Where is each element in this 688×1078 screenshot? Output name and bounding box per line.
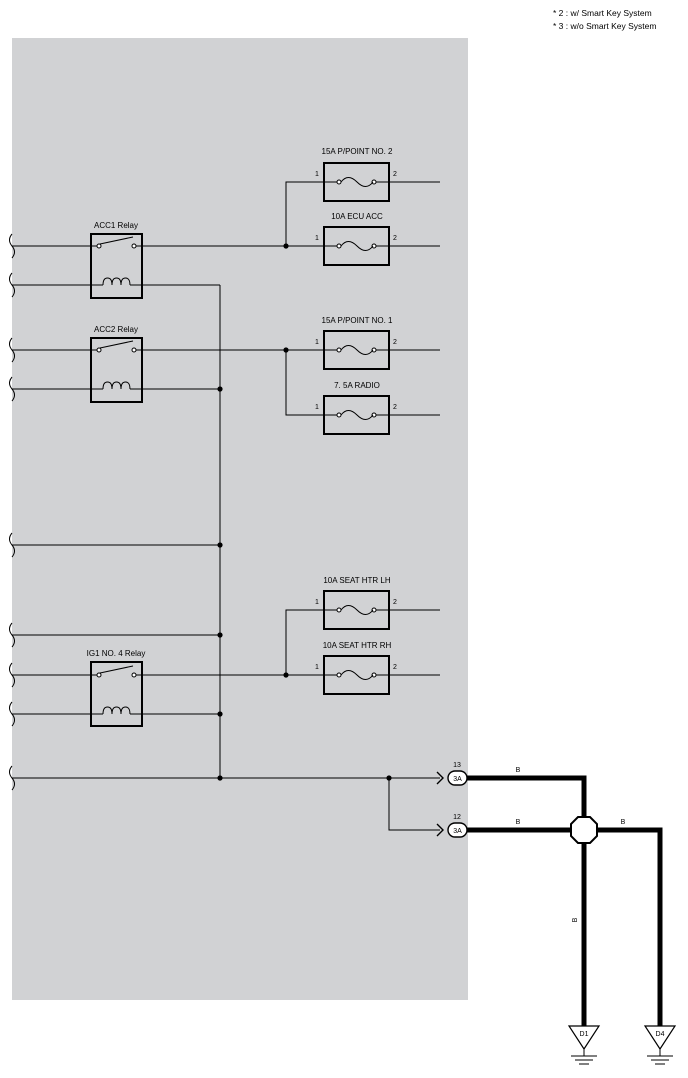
fuse-ecu-acc: 10A ECU ACC 1 2 <box>315 212 397 266</box>
pin-label: 1 <box>315 171 319 178</box>
fuse-p-point-no1: 15A P/POINT NO. 1 1 2 <box>315 316 397 370</box>
fuse-seat-htr-rh: 10A SEAT HTR RH 1 2 <box>315 641 397 695</box>
connector-3a-pin12: 12 3A <box>436 814 468 838</box>
pin-label: 2 <box>393 664 397 671</box>
pin-label: 1 <box>315 404 319 411</box>
ground-wire-right <box>597 827 663 1026</box>
junction-dot <box>217 542 223 548</box>
pin-label: 1 <box>315 235 319 242</box>
acc2-relay-label: ACC2 Relay <box>94 325 138 334</box>
junction-dot <box>386 775 392 781</box>
fuse-seat-htr-lh: 10A SEAT HTR LH 1 2 <box>315 576 397 630</box>
junction-dot <box>217 775 223 781</box>
note-smart-key: * 2 : w/ Smart Key System <box>553 8 652 18</box>
fuse-radio: 7. 5A RADIO 1 2 <box>315 381 397 435</box>
acc1-relay: ACC1 Relay <box>90 221 143 299</box>
junction-dot <box>283 243 289 249</box>
wire <box>285 609 324 675</box>
wire-color-label: B <box>572 917 579 922</box>
connector-id: 3A <box>453 776 462 783</box>
pin-label: 2 <box>393 404 397 411</box>
junction-dot <box>217 711 223 717</box>
pin-label: 1 <box>315 599 319 606</box>
pin-label: 1 <box>315 664 319 671</box>
junction-dot <box>283 672 289 678</box>
fuse-label: 10A SEAT HTR RH <box>323 641 392 650</box>
acc2-relay: ACC2 Relay <box>90 325 143 403</box>
ground-label: D4 <box>656 1031 665 1038</box>
fuse-label: 15A P/POINT NO. 2 <box>322 147 394 156</box>
ground-label: D1 <box>580 1031 589 1038</box>
fuse-p-point-no2: 15A P/POINT NO. 2 1 2 <box>315 147 397 202</box>
connector-pin-number: 13 <box>453 762 461 769</box>
ig1-no4-relay-label: IG1 NO. 4 Relay <box>87 649 146 658</box>
wire <box>285 350 324 416</box>
ground-d1: D1 <box>567 1025 601 1065</box>
pin-label: 2 <box>393 171 397 178</box>
fuse-label: 10A SEAT HTR LH <box>323 576 391 585</box>
wire-color-label: B <box>516 819 521 826</box>
fuse-label: 7. 5A RADIO <box>334 381 380 390</box>
fuse-label: 10A ECU ACC <box>331 212 383 221</box>
junction-dot <box>217 386 223 392</box>
junction-block-panel <box>12 38 468 1000</box>
fuse-label: 15A P/POINT NO. 1 <box>322 316 394 325</box>
ig1-no4-relay: IG1 NO. 4 Relay <box>87 649 146 727</box>
connector-id: 3A <box>453 828 462 835</box>
connector-pin-number: 12 <box>453 814 461 821</box>
acc1-relay-label: ACC1 Relay <box>94 221 138 230</box>
note-no-smart-key: * 3 : w/o Smart Key System <box>553 21 656 31</box>
wire <box>388 778 440 831</box>
pin-label: 1 <box>315 339 319 346</box>
junction-dot <box>283 347 289 353</box>
pin-label: 2 <box>393 599 397 606</box>
pin-label: 2 <box>393 339 397 346</box>
junction-dot <box>217 632 223 638</box>
wire-color-label: B <box>621 819 626 826</box>
ground-d4: D4 <box>643 1025 677 1065</box>
ground-wire-top <box>467 775 587 817</box>
wire <box>285 181 324 246</box>
wire-color-label: B <box>516 767 521 774</box>
pin-label: 2 <box>393 235 397 242</box>
splice-point <box>570 816 598 844</box>
